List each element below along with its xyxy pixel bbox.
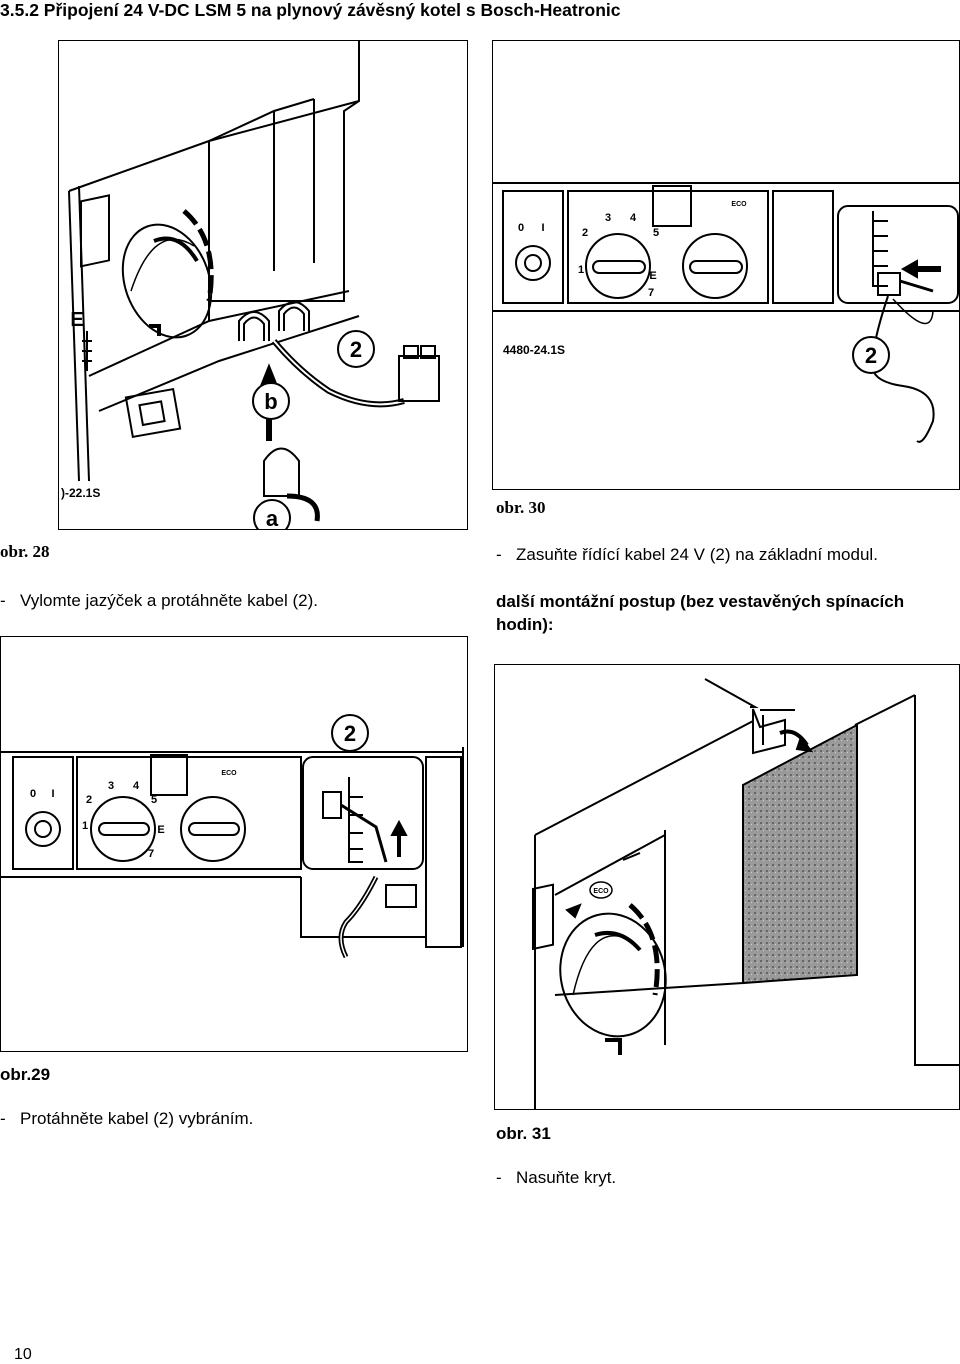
fig30-instruction-row: -Zasuňte řídící kabel 24 V (2) na základ…	[496, 545, 878, 565]
figure-29: 0 I 1 2 3 4 5 E 7 ECO 2	[0, 636, 468, 1052]
fig30-caption: obr. 30	[496, 498, 546, 517]
fig29-label-1-switch: I	[51, 788, 54, 800]
figure-30: 0 I 1 2 3 4 5 E 7 ECO 2 4480-24.1S	[492, 40, 960, 490]
fig28-code-label: )-22.1S	[61, 486, 100, 500]
fig29-label-n5: 5	[151, 794, 157, 806]
fig30-label-n3: 3	[605, 212, 611, 224]
fig28-label-e: E	[70, 309, 83, 331]
fig29-label-e: E	[157, 824, 164, 836]
fig30-label-1-switch: I	[541, 222, 544, 234]
fig28-callout-2: 2	[350, 337, 362, 362]
fig30-dash: -	[496, 545, 502, 564]
fig30-label-e: E	[649, 270, 656, 282]
fig29-label-n4: 4	[133, 780, 140, 792]
fig29-label-n2: 2	[86, 794, 92, 806]
fig28-instruction-row: -Vylomte jazýček a protáhněte kabel (2).	[0, 591, 318, 611]
fig29-label-n7: 7	[148, 848, 154, 860]
fig30-label-n2: 2	[582, 227, 588, 239]
fig31-instruction: Nasuňte kryt.	[516, 1168, 617, 1187]
fig30-instruction: Zasuňte řídící kabel 24 V (2) na základn…	[516, 545, 878, 564]
fig29-callout-2: 2	[344, 721, 356, 746]
fig29-label-n1: 1	[82, 820, 88, 832]
section-heading: 3.5.2 Připojení 24 V-DC LSM 5 na plynový…	[0, 0, 621, 20]
fig28-caption: obr. 28	[0, 542, 50, 561]
figure-30-drawing: 0 I 1 2 3 4 5 E 7 ECO 2 4480-24.1S	[493, 182, 959, 443]
figure-31: ECO	[494, 664, 960, 1110]
next-step-heading: další montážní postup (bez vestavěných s…	[496, 592, 905, 634]
fig31-instruction-row: -Nasuňte kryt.	[496, 1168, 616, 1188]
fig29-label-n3: 3	[108, 780, 114, 792]
fig31-label-eco: ECO	[593, 888, 609, 895]
page-number: 10	[14, 1346, 32, 1363]
fig30-code-label: 4480-24.1S	[503, 343, 565, 357]
figure-31-drawing: ECO	[532, 678, 959, 1109]
fig28-instruction: Vylomte jazýček a protáhněte kabel (2).	[20, 591, 318, 610]
fig30-label-eco: ECO	[731, 201, 747, 208]
fig31-caption: obr. 31	[496, 1124, 551, 1143]
figure-28: 2 b a E )-22.1S	[58, 40, 468, 530]
fig28-callout-b: b	[264, 389, 277, 414]
fig29-instruction: Protáhněte kabel (2) vybráním.	[20, 1109, 254, 1128]
fig30-label-0: 0	[518, 222, 524, 234]
fig28-callout-a: a	[266, 506, 279, 530]
fig29-dash: -	[0, 1109, 6, 1128]
fig29-caption: obr.29	[0, 1065, 51, 1084]
fig30-label-n7: 7	[648, 287, 654, 299]
fig30-label-n5: 5	[653, 227, 659, 239]
fig29-label-0: 0	[30, 788, 36, 800]
figure-28-drawing: 2 b a E )-22.1S	[61, 41, 440, 530]
figure-29-drawing: 0 I 1 2 3 4 5 E 7 ECO 2	[1, 714, 464, 959]
fig30-label-n4: 4	[630, 212, 637, 224]
fig29-instruction-row: -Protáhněte kabel (2) vybráním.	[0, 1109, 253, 1129]
fig28-dash: -	[0, 591, 6, 610]
fig30-callout-2: 2	[865, 343, 877, 368]
fig29-label-eco: ECO	[221, 770, 237, 777]
fig30-label-n1: 1	[578, 264, 584, 276]
fig31-dash: -	[496, 1168, 502, 1187]
